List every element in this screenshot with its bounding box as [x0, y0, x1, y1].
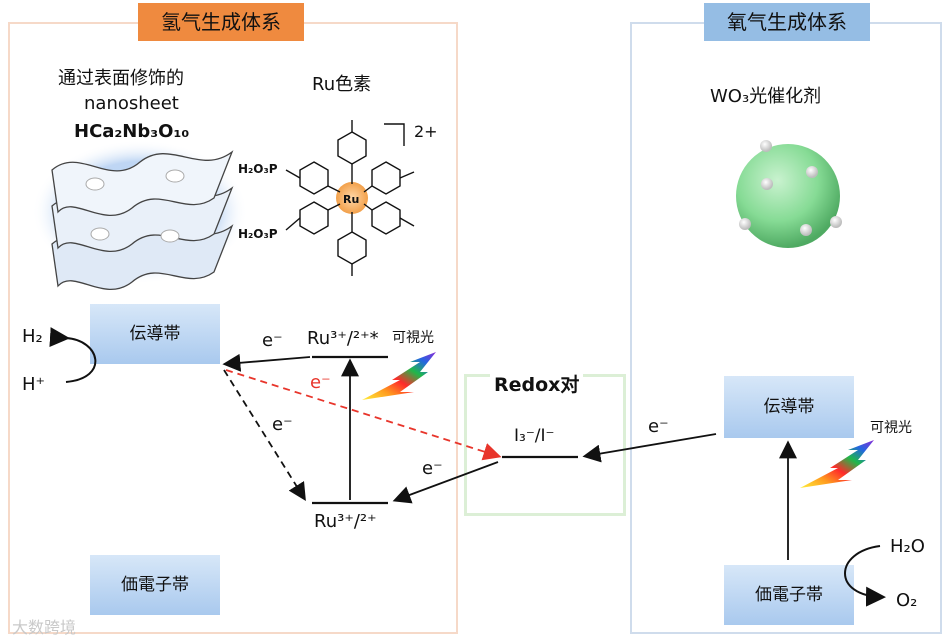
- hydrogen-conduction-band: 伝導帯: [90, 304, 220, 364]
- wo3-particle-illustration: [736, 140, 842, 248]
- back-reaction-electron-label: e⁻: [310, 372, 331, 393]
- ru-dye-charge: 2+: [414, 122, 438, 141]
- visible-light-label-left: 可視光: [392, 330, 434, 346]
- o2-label: O₂: [896, 590, 917, 611]
- oxygen-system-title: 氧气生成体系: [704, 3, 870, 41]
- hydrogen-valence-band: 価電子帯: [90, 555, 220, 615]
- wo3-electron-arrow: [582, 433, 717, 463]
- nanosheet-formula: HCa₂Nb₃O₁₀: [74, 121, 190, 142]
- recombination-electron-label: e⁻: [272, 414, 293, 435]
- injection-electron-label: e⁻: [262, 330, 283, 351]
- dye-regeneration-arrow: [392, 461, 499, 504]
- redox-title: Redox对: [490, 370, 584, 397]
- visible-light-bolt-left: [362, 352, 436, 400]
- h-plus-label: H⁺: [22, 374, 45, 395]
- h2o-label: H₂O: [890, 536, 925, 557]
- h2-label: H₂: [22, 326, 43, 347]
- nanosheet-caption-line2: nanosheet: [84, 93, 179, 114]
- nanosheet-caption-line1: 通过表面修饰的: [58, 68, 184, 89]
- ru-excited-label: Ru³⁺/²⁺*: [307, 328, 379, 349]
- water-oxidation-arrow: [844, 545, 886, 607]
- electron-injection-arrow: [222, 353, 311, 372]
- regeneration-electron-label: e⁻: [422, 458, 443, 479]
- oxygen-conduction-band: 伝導帯: [724, 376, 854, 438]
- ru-ground-label: Ru³⁺/²⁺: [314, 511, 377, 532]
- nanosheet-illustration: [32, 140, 248, 290]
- wo3-electron-label: e⁻: [648, 416, 669, 437]
- visible-light-label-right: 可視光: [870, 420, 912, 436]
- redox-couple-label: I₃⁻/I⁻: [514, 426, 555, 446]
- ru-dye-caption: Ru色素: [312, 74, 372, 95]
- visible-light-bolt-right: [800, 440, 874, 488]
- ru-ligand-label-bottom: H₂O₃P: [238, 227, 278, 241]
- h-reduction-arrow: [49, 327, 97, 383]
- hydrogen-system-title: 氢气生成体系: [138, 3, 304, 41]
- ru-center-label: Ru: [343, 193, 359, 206]
- ru-ligand-label-top: H₂O₃P: [238, 162, 278, 176]
- watermark: 大数跨境: [12, 618, 77, 637]
- wo3-catalyst-caption: WO₃光催化剂: [710, 86, 822, 107]
- back-reaction-arrow: [225, 369, 502, 461]
- ru-dye-structure: [285, 120, 415, 276]
- oxygen-valence-band: 価電子帯: [724, 565, 854, 625]
- recombination-arrow: [223, 369, 306, 502]
